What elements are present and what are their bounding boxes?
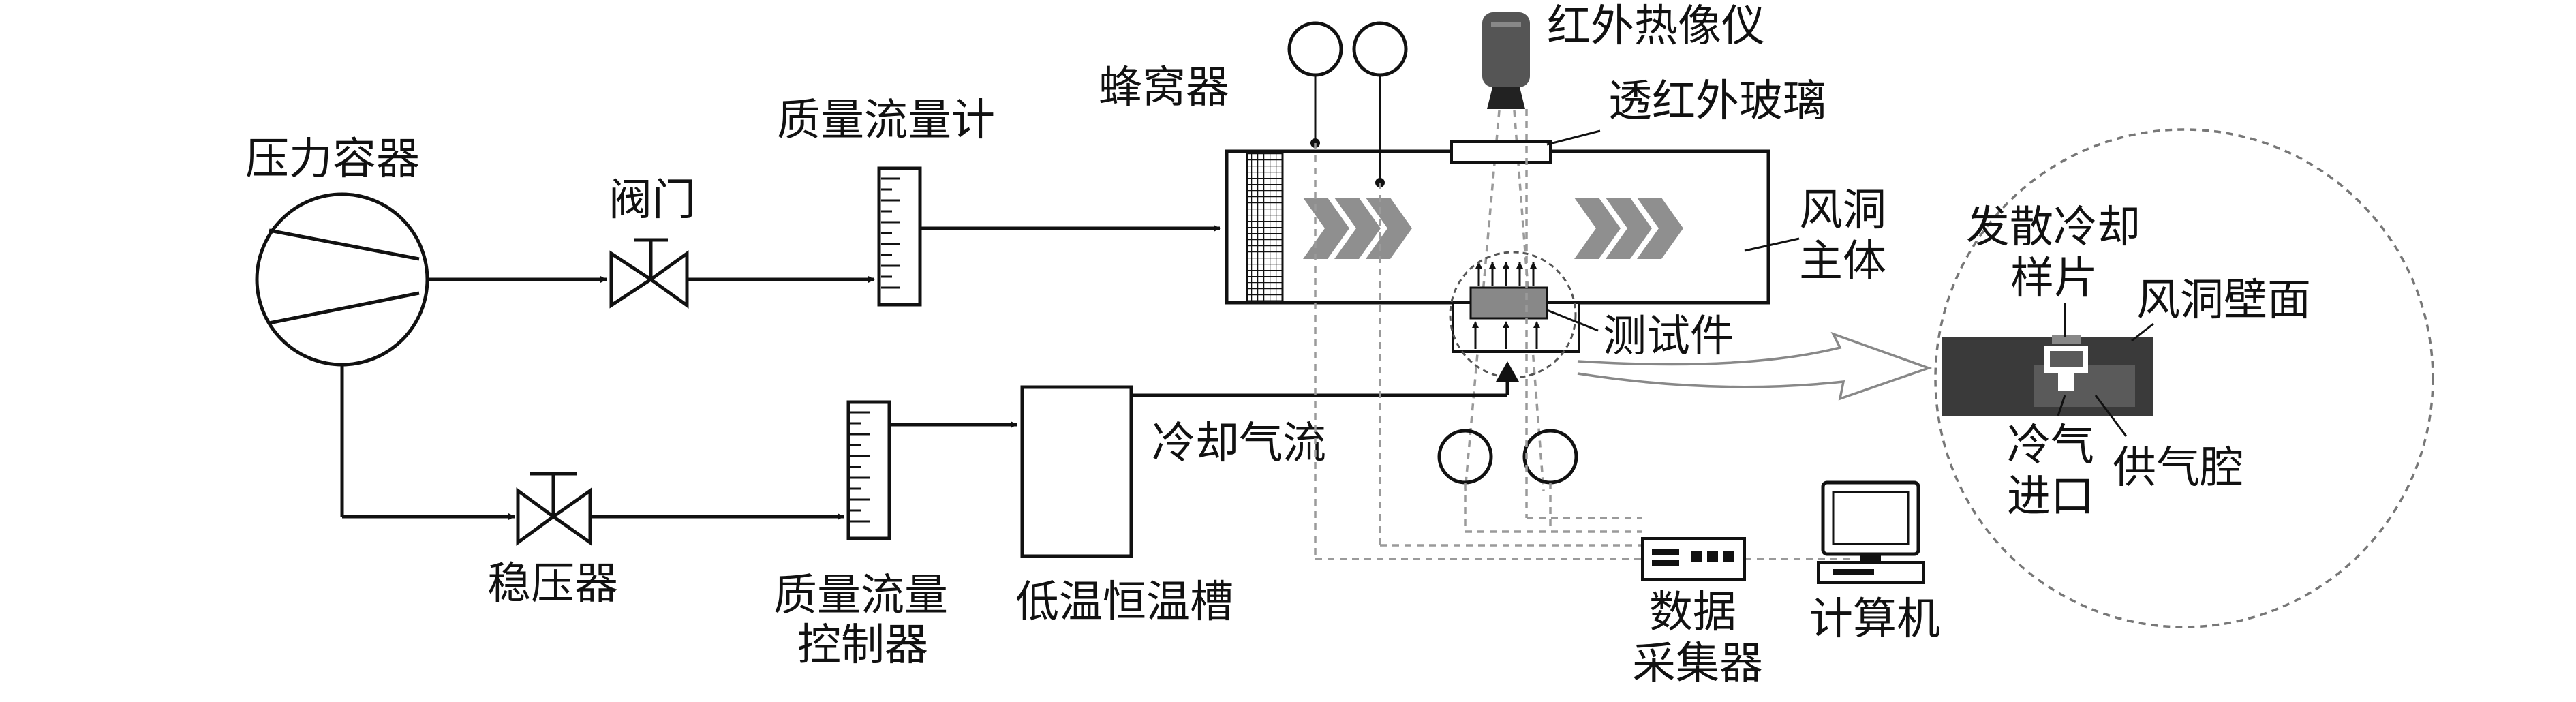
detail-inlet-leader — [2057, 395, 2066, 416]
computer-icon — [1817, 480, 1925, 584]
detail-sample-label-line1: 发散冷却 — [1966, 202, 2141, 253]
daq-label-line1: 数据 — [1649, 587, 1736, 638]
honeycomb-section — [1246, 151, 1284, 303]
cryostat-box — [1020, 385, 1133, 558]
probe-gauge-2 — [1352, 21, 1408, 187]
detail-cross-section — [1942, 335, 2153, 416]
cryostat-label: 低温恒温槽 — [1015, 577, 1233, 628]
mass-flowmeter-label: 质量流量计 — [777, 95, 995, 146]
cooling-flow-arrowhead — [1496, 361, 1519, 382]
mass-flow-controller — [846, 400, 891, 540]
test-section — [1452, 262, 1580, 353]
detail-plenum-leader — [2094, 395, 2128, 437]
detail-callout-circle — [1934, 128, 2434, 628]
wind-tunnel-label-line1: 风洞 — [1799, 185, 1886, 236]
mass-flowmeter — [877, 166, 922, 307]
wind-tunnel-leader — [1744, 237, 1800, 252]
pressure-vessel — [255, 192, 429, 367]
detail-magnify-arrow — [1577, 331, 1933, 401]
detail-wall-leader — [2131, 322, 2154, 342]
probe-gauge-4 — [1522, 429, 1578, 485]
ir-glass — [1450, 140, 1552, 164]
probe-gauge-1 — [1287, 21, 1343, 148]
detail-wall-label: 风洞壁面 — [2136, 275, 2311, 326]
computer-label: 计算机 — [1809, 594, 1940, 645]
honeycomb-label: 蜂窝器 — [1099, 63, 1229, 113]
ir-camera-icon — [1482, 12, 1530, 109]
cooling-flow-label: 冷却气流 — [1152, 418, 1326, 469]
pressure-vessel-label: 压力容器 — [245, 134, 420, 185]
detail-inlet-label-line2: 进口 — [2007, 472, 2094, 522]
mfc-label-line2: 控制器 — [797, 620, 928, 671]
detail-sample-label-line2: 样片 — [2010, 254, 2098, 304]
signal-wiring — [1314, 109, 1854, 560]
test-piece-leader — [1546, 309, 1599, 332]
test-piece-label: 测试件 — [1603, 311, 1734, 362]
ir-camera-label: 红外热像仪 — [1547, 1, 1765, 52]
flow-chevrons-right — [1574, 198, 1683, 259]
ir-glass-leader — [1546, 129, 1601, 146]
detail-plenum-label: 供气腔 — [2113, 443, 2243, 493]
flow-chevrons-left — [1303, 198, 1412, 259]
wind-tunnel-label-line2: 主体 — [1799, 236, 1886, 287]
ir-view-cone-left — [1464, 110, 1501, 491]
probe-gauge-3 — [1437, 429, 1493, 485]
valve-label: 阀门 — [609, 175, 696, 226]
mfc-label-line1: 质量流量 — [773, 570, 948, 621]
data-acquisition-device — [1641, 537, 1746, 581]
detail-inlet-label-line1: 冷气 — [2007, 421, 2094, 471]
ir-glass-label: 透红外玻璃 — [1608, 76, 1826, 127]
wind-tunnel-body — [1225, 149, 1770, 305]
daq-label-line2: 采集器 — [1632, 639, 1763, 689]
valve-symbol — [609, 238, 689, 309]
regulator-label: 稳压器 — [487, 559, 618, 609]
regulator-symbol — [516, 472, 592, 546]
